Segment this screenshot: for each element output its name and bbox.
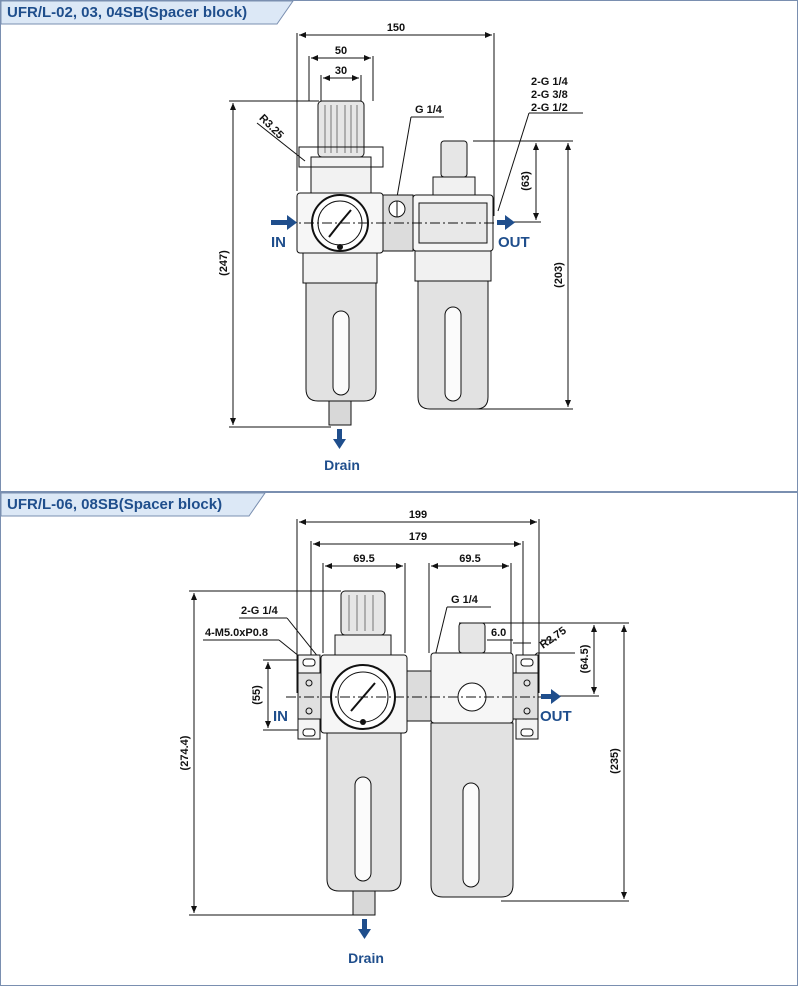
dim-247: (247) [218,250,230,276]
label-thread-2g14: 2-G 1/4 [241,605,279,617]
dim-overall-width-1: 150 [387,22,405,34]
lubricator-1 [412,140,494,410]
label-drain-2: Drain [348,950,384,966]
label-in-2: IN [273,708,288,725]
spacer-block-2 [406,670,432,722]
label-in-1: IN [271,234,286,251]
dim-64-5: (64.5) [579,644,591,673]
dimension-lines-1 [229,32,583,428]
lubricator-2 [430,622,514,898]
dim-radius-2: R2.75 [538,625,569,652]
dim-6: 6.0 [491,627,506,639]
label-out-1: OUT [498,234,530,251]
dim-width-695-left: 69.5 [353,553,374,565]
dim-width-695-right: 69.5 [459,553,480,565]
dim-55: (55) [251,685,263,705]
label-drain-1: Drain [324,457,360,473]
label-mount-thread: 4-M5.0xP0.8 [205,627,268,639]
dim-235: (235) [609,748,621,774]
dim-width-179: 179 [409,531,427,543]
dim-width-30: 30 [335,65,347,77]
flow-arrows-2 [358,689,561,939]
label-thread-2: 2-G 3/8 [531,89,568,101]
drawing-2: 199 179 69.5 69.5 2-G 1/4 4-M5.0xP0.8 G … [179,509,629,966]
dim-overall-width-2: 199 [409,509,427,521]
dim-274-4: (274.4) [179,735,191,770]
filter-regulator-1 [296,100,384,426]
flow-arrows-1 [271,215,515,449]
label-out-2: OUT [540,708,572,725]
label-port-gauge-2: G 1/4 [451,594,479,606]
title-tab-background [1,493,266,517]
dim-radius-1: R3.25 [256,112,285,141]
label-port-gauge-1: G 1/4 [415,104,443,116]
drawing-1: 150 50 30 R3.25 G 1/4 2-G 1/4 2-G 3/8 2-… [218,22,583,473]
title-tab-background [1,1,294,25]
label-thread-1: 2-G 1/4 [531,76,569,88]
dim-width-50: 50 [335,45,347,57]
dim-63: (63) [520,171,532,191]
diagram-panel-2: UFR/L-06, 08SB(Spacer block) [0,492,798,986]
label-thread-3: 2-G 1/2 [531,102,568,114]
diagram-title-2: UFR/L-06, 08SB(Spacer block) [7,496,223,513]
dim-203: (203) [553,262,565,288]
diagram-panel-1: UFR/L-02, 03, 04SB(Spacer block) [0,0,798,492]
filter-regulator-2 [320,590,408,916]
diagram-title-1: UFR/L-02, 03, 04SB(Spacer block) [7,4,248,21]
